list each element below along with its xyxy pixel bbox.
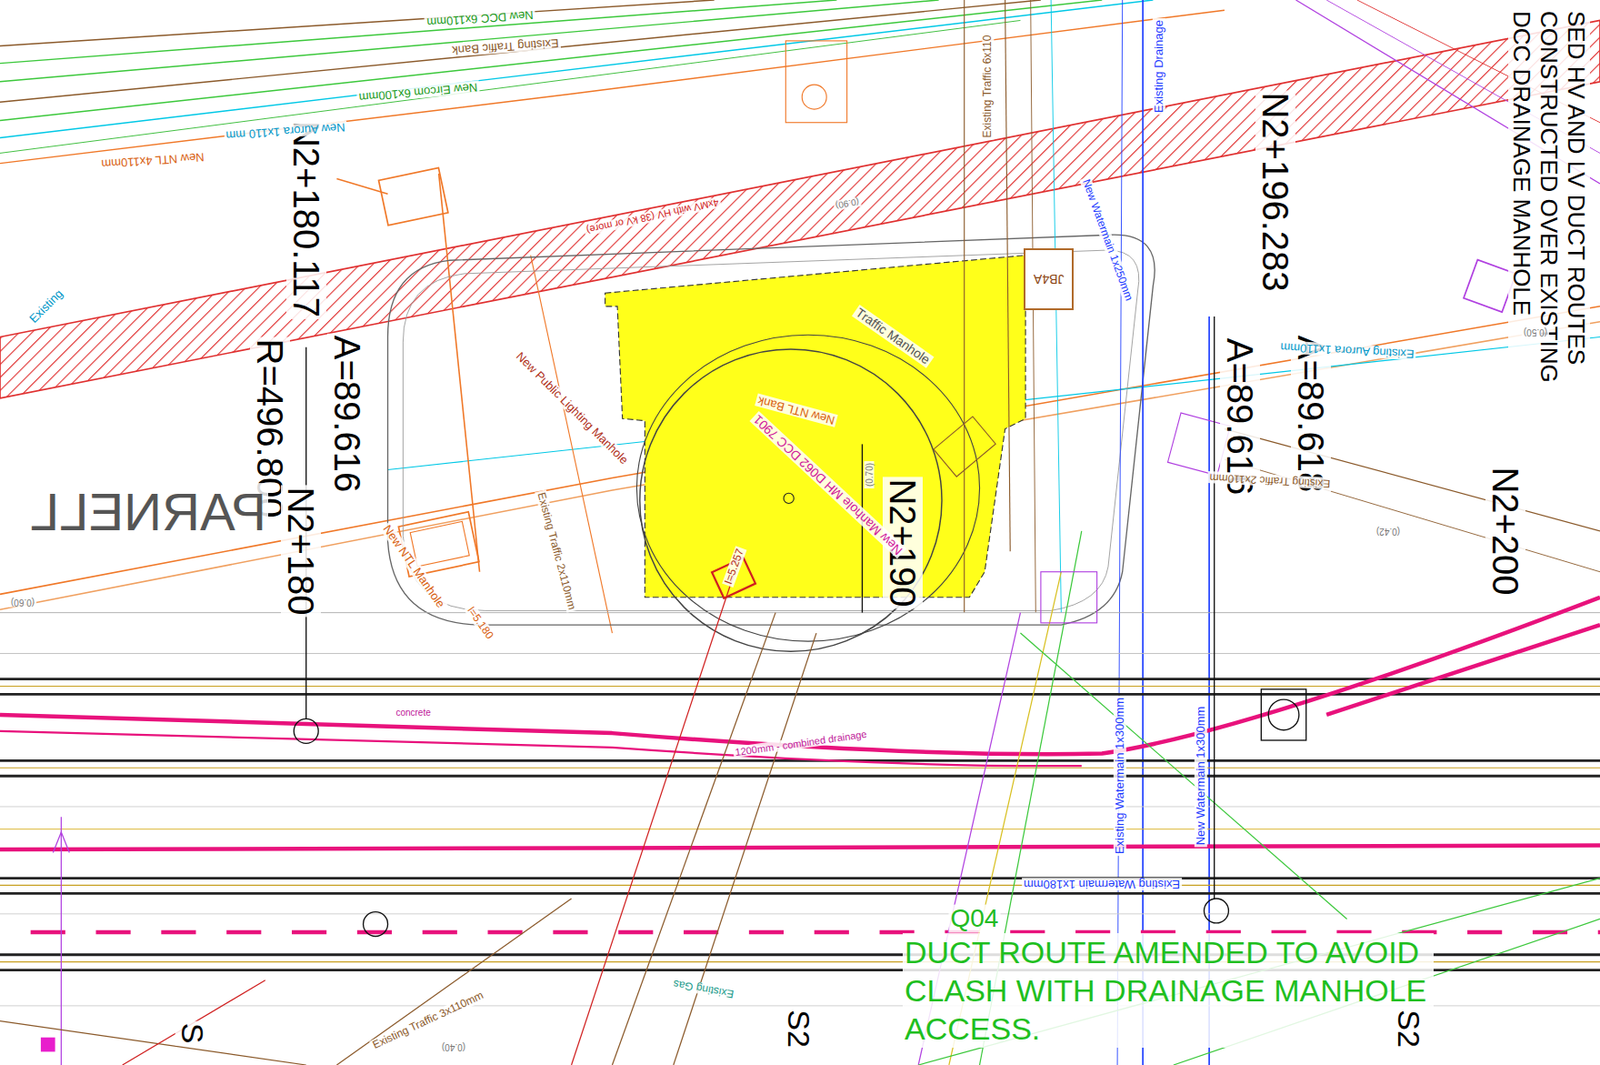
section-marker: S2 (780, 1008, 815, 1050)
drawing-linework (964, 0, 1210, 1065)
drawing-linework (0, 0, 1153, 139)
drawing-linework (0, 828, 1600, 830)
service-label: Existing Watermain 1x180mm (1021, 877, 1182, 890)
surface-label: concrete (393, 707, 432, 718)
drawing-linework (0, 730, 1082, 766)
depth-label: (0.60) (9, 597, 37, 608)
drawing-linework (0, 0, 837, 64)
depth-label: (0.40) (440, 1040, 468, 1051)
drawing-linework (379, 167, 449, 225)
station-label: N2+180 (280, 484, 321, 617)
revision-note: DUCT ROUTE AMENDED TO AVOID CLASH WITH D… (902, 932, 1434, 1048)
drawing-linework (293, 316, 1306, 936)
service-label: New Eircom 6x100mm (356, 80, 480, 104)
drawing-linework (1203, 898, 1229, 923)
drawing-linework (0, 805, 1600, 807)
drawing-linework (801, 84, 827, 110)
drawing-linework (0, 884, 1600, 886)
drawing-linework (0, 1020, 307, 1065)
service-label: Existing Watermain 1x300mm (1113, 695, 1127, 856)
drawing-linework (640, 349, 942, 651)
drawing-linework (0, 912, 1600, 914)
drawing-linework (0, 0, 1102, 120)
drawing-linework (0, 611, 1600, 613)
drawing-linework (0, 767, 1600, 769)
drawing-linework (0, 692, 1600, 696)
section-marker: S (174, 1020, 209, 1046)
drawing-linework (0, 0, 1041, 102)
drawing-linework (0, 891, 1600, 895)
drawing-linework (336, 898, 571, 1065)
drawing-linework (122, 980, 266, 1065)
drawing-linework (861, 443, 863, 612)
invert-level: I=5.180 (462, 602, 496, 643)
service-label: 1200mm - combined drainage (732, 728, 870, 759)
drawing-linework (40, 1037, 56, 1052)
service-label: New Watermain 1x300mm (1194, 704, 1208, 848)
depth-label: (0.42) (1373, 525, 1401, 536)
revision-tag: Q04 (948, 904, 1000, 933)
drawing-linework (0, 845, 1600, 850)
drawing-linework (0, 597, 1600, 754)
drawing-linework (1260, 689, 1306, 740)
service-label: Existing Traffic 6x110 (981, 33, 994, 140)
drawing-linework (0, 0, 715, 47)
drawing-linework (636, 334, 980, 641)
drawing-linework (0, 20, 1020, 153)
station-label: N2+180.117 (286, 119, 327, 320)
service-label: Existing Gas (670, 976, 738, 1000)
drawing-linework (0, 774, 1600, 778)
section-marker: S2 (1390, 1008, 1425, 1050)
alignment-parameter: A=89.616 (327, 332, 368, 493)
service-label: New NTL 4x110mm (99, 150, 207, 170)
drawing-linework (0, 173, 1600, 633)
street-name: PARNELL (28, 483, 269, 542)
service-label: Existing Traffic 2x110mm (534, 489, 579, 613)
drawing-linework (363, 911, 389, 937)
drawing-linework (1020, 632, 1347, 919)
drawing-linework (1117, 0, 1123, 1065)
drawing-linework (0, 876, 1600, 880)
station-label: N2+196.283 (1255, 90, 1296, 293)
drawing-linework (60, 816, 62, 1065)
drawing-linework (783, 492, 794, 503)
alignment-parameter: A=89.618 (1290, 332, 1331, 493)
service-label: New Watermain 1x250mm (1079, 175, 1136, 304)
drawing-linework (611, 612, 776, 1065)
service-label: Existing Drainage (1152, 18, 1166, 115)
drawing-linework (52, 831, 70, 852)
manhole-label: New Public Lighting Manhole (511, 348, 631, 468)
drawing-linework (605, 255, 1026, 598)
drawing-linework (1268, 699, 1300, 730)
box-label: JB4A (1033, 271, 1064, 287)
service-label: Existing Traffic Bank (449, 35, 560, 57)
drawing-linework (0, 677, 1600, 680)
junction-box: JB4A (1023, 248, 1074, 310)
drawing-linework (1141, 0, 1144, 1065)
service-label: New DCC 6x110mm (423, 8, 535, 30)
service-label: Existing Traffic 3x110mm (370, 989, 489, 1053)
drawing-linework (410, 520, 470, 566)
station-label: N2+200 (1485, 464, 1526, 597)
depth-label: (0.50) (1521, 326, 1550, 337)
drawing-linework (963, 0, 965, 613)
drawing-linework (388, 234, 1156, 625)
drawing-note: SED HV AND LV DUCT ROUTES CONSTRUCTED OV… (1508, 9, 1590, 431)
depth-label: (0.70) (864, 460, 875, 489)
drawing-linework (439, 173, 480, 572)
drawing-linework (0, 652, 1600, 654)
drawing-linework (1040, 571, 1098, 623)
drawing-linework (293, 718, 319, 743)
drawing-linework (0, 597, 1600, 932)
drawing-linework (785, 40, 847, 123)
drawing-linework (673, 632, 817, 1065)
drawing-linework (1326, 624, 1600, 715)
service-label: Existing (25, 285, 67, 327)
manhole-label: New NTL Manhole (379, 520, 448, 611)
drawing-linework (1213, 316, 1215, 899)
drawing-linework (1005, 0, 1011, 551)
